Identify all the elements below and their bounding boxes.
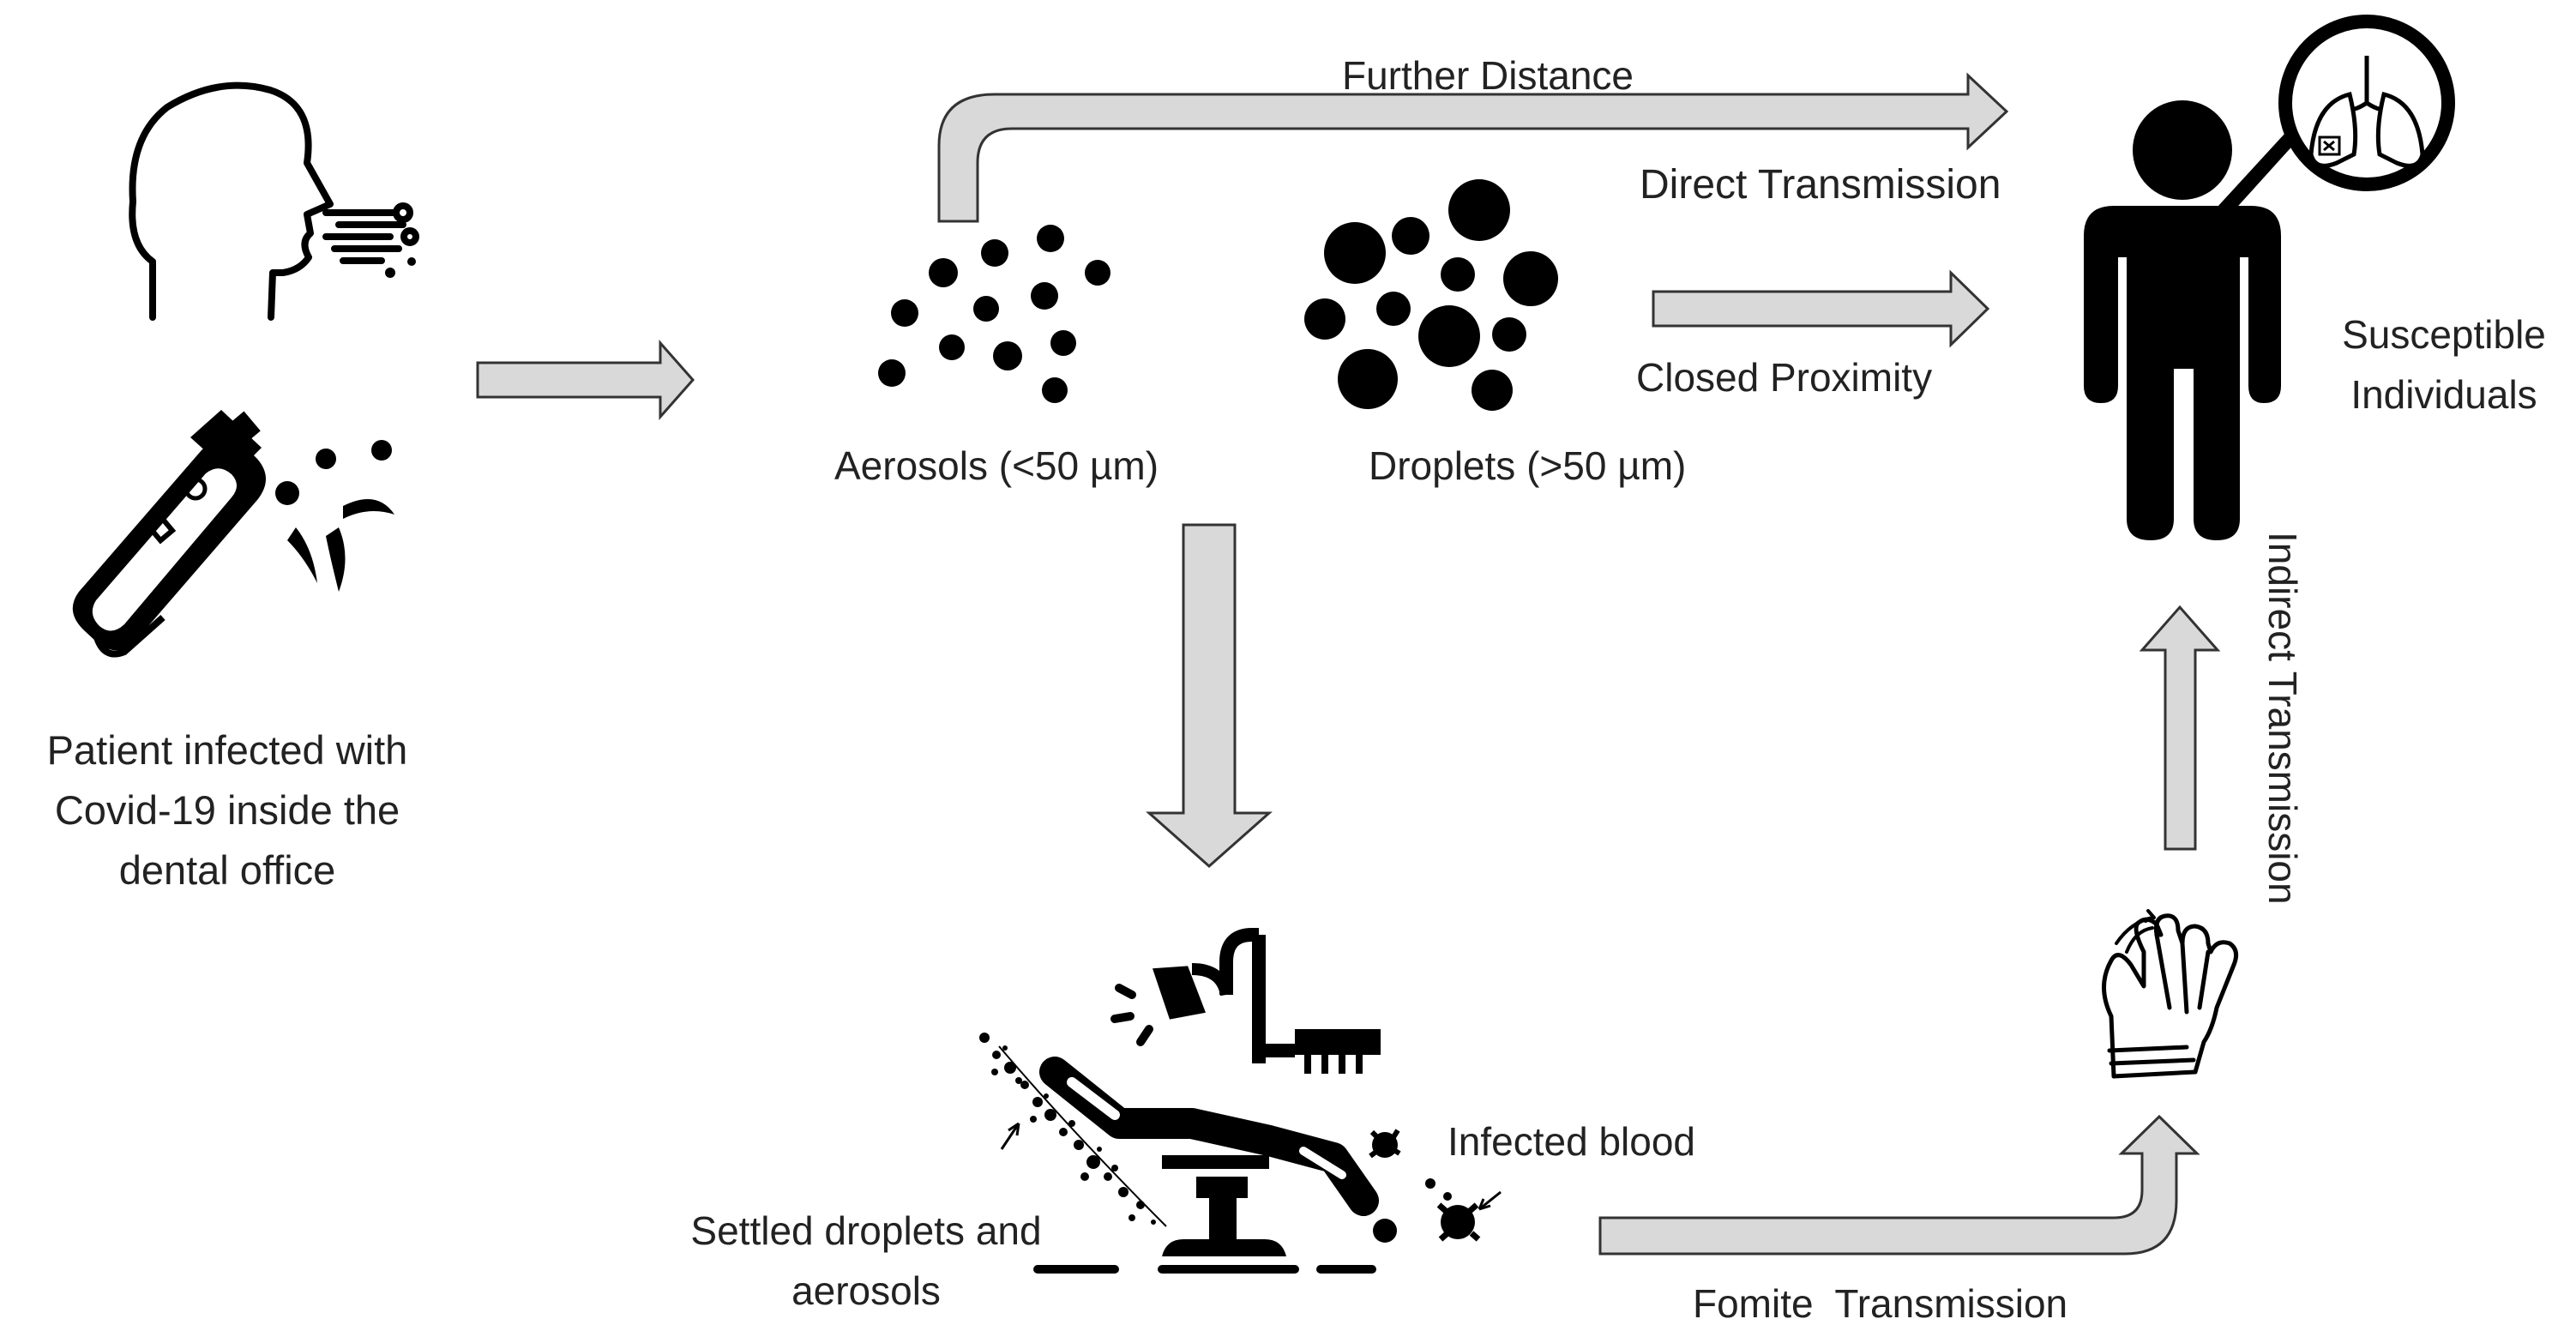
further-distance-label: Further Distance: [1342, 53, 1634, 98]
indirect-transmission-label: Indirect Transmission: [2260, 532, 2305, 905]
lungs-icon: [2278, 15, 2455, 191]
susceptible-label: Susceptible Individuals: [2315, 304, 2573, 425]
arrow-down-to-chair: [1146, 523, 1273, 869]
patient-label: Patient infected with Covid-19 inside th…: [0, 720, 454, 900]
arrow-closed-proximity: [1652, 269, 1990, 348]
dental-chair-icon: [979, 928, 1502, 1274]
arrow-fomite: [1598, 1114, 2200, 1256]
susceptible-label-line-2: Individuals: [2350, 372, 2537, 417]
arrow-further-distance: [937, 72, 2009, 223]
patient-label-line-1: Patient infected with: [46, 727, 408, 773]
patient-label-line-2: Covid-19 inside the: [54, 787, 400, 833]
droplet-particles-icon: [1304, 179, 1558, 411]
fomite-transmission-label: Fomite Transmission: [1693, 1281, 2068, 1326]
infected-blood-label: Infected blood: [1447, 1119, 1696, 1164]
aerosol-particles-icon: [878, 225, 1110, 403]
aerosols-label: Aerosols (<50 µm): [834, 443, 1159, 488]
susceptible-label-line-1: Susceptible: [2342, 312, 2546, 357]
closed-proximity-label: Closed Proximity: [1636, 355, 1933, 400]
patient-label-line-3: dental office: [118, 847, 336, 893]
glove-hand-icon: [2102, 909, 2239, 1079]
arrow-indirect-up: [2139, 605, 2221, 851]
settled-label-line-1: Settled droplets and: [690, 1208, 1042, 1253]
settled-label: Settled droplets and aerosols: [652, 1201, 1080, 1321]
arrow-patient-to-particles: [476, 340, 695, 420]
settled-label-line-2: aerosols: [791, 1268, 941, 1313]
head-breathing-icon: [129, 81, 419, 321]
person-icon: [2084, 100, 2296, 540]
droplets-label: Droplets (>50 µm): [1369, 443, 1687, 488]
dental-drill-icon: [72, 410, 394, 658]
direct-transmission-label: Direct Transmission: [1640, 162, 2001, 208]
